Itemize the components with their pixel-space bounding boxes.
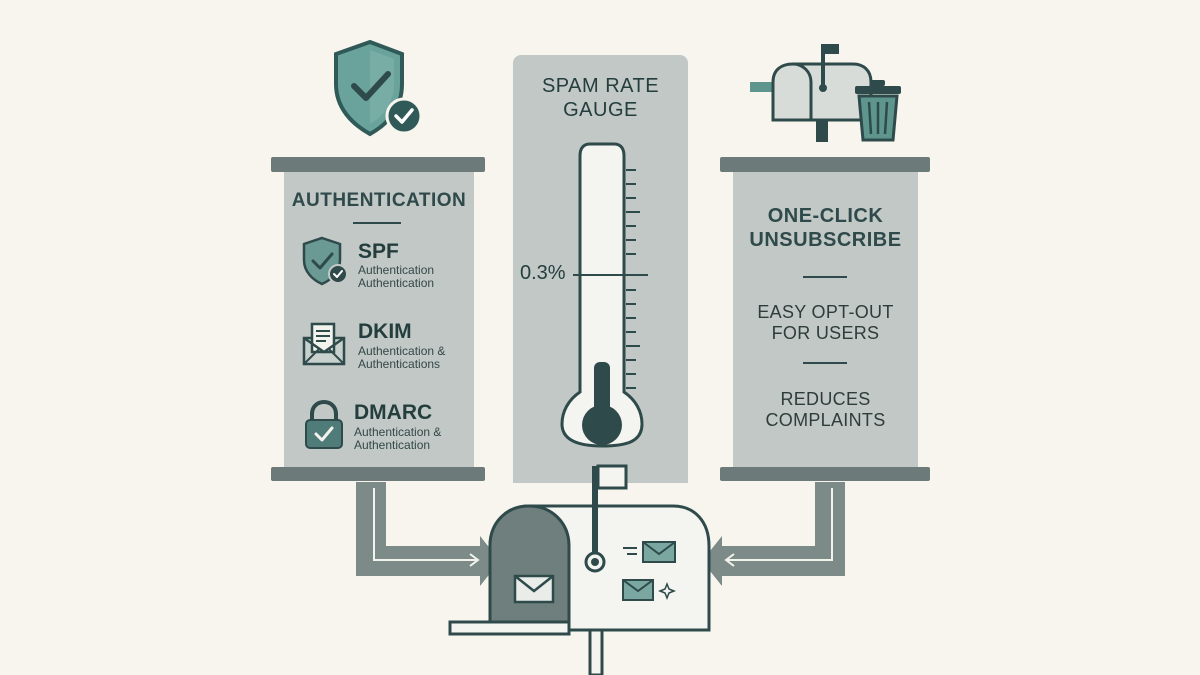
gauge-marker-line <box>573 274 648 276</box>
left-panel-bottom-bar <box>271 467 485 481</box>
padlock-check-icon <box>305 399 343 449</box>
left-panel-divider <box>353 222 401 224</box>
shield-check-icon <box>334 39 423 137</box>
mailbox-icon <box>448 464 711 675</box>
right-panel-title-line2: UNSUBSCRIBE <box>749 229 902 251</box>
right-panel-divider-1 <box>803 276 847 278</box>
right-panel <box>733 172 918 468</box>
dmarc-label: DMARC <box>354 401 433 424</box>
right-panel-bottom-bar <box>720 467 930 481</box>
gauge-title-line2: GAUGE <box>563 99 638 121</box>
left-panel-title: AUTHENTICATION <box>291 190 467 211</box>
spf-desc-line2: Authentication <box>358 276 435 290</box>
dmarc-desc-line1: Authentication & <box>354 425 442 439</box>
complaints-text-line2: COMPLAINTS <box>765 410 886 430</box>
gauge-value-label: 0.3% <box>520 262 566 284</box>
right-panel-title-line1: ONE-CLICK <box>767 205 884 227</box>
dkim-desc-line2: Authentications <box>358 357 441 371</box>
left-panel <box>284 172 474 468</box>
complaints-text-line1: REDUCES <box>780 389 871 409</box>
opt-out-text-line1: EASY OPT-OUT <box>757 302 894 322</box>
gauge-title-line1: SPAM RATE <box>541 75 660 97</box>
shield-check-icon <box>302 236 348 286</box>
dkim-desc-line1: Authentication & <box>358 344 446 358</box>
right-panel-divider-2 <box>803 362 847 364</box>
opt-out-text-line2: FOR USERS <box>771 323 880 343</box>
dmarc-desc-line2: Authentication <box>354 438 431 452</box>
left-panel-top-bar <box>271 157 485 172</box>
thermometer-gauge <box>560 142 644 448</box>
mailbox-unsubscribe-icon <box>750 44 901 142</box>
spf-label: SPF <box>358 240 399 263</box>
envelope-document-icon <box>302 322 346 366</box>
right-panel-top-bar <box>720 157 930 172</box>
dkim-label: DKIM <box>358 320 412 343</box>
spf-desc-line1: Authentication <box>358 263 435 277</box>
